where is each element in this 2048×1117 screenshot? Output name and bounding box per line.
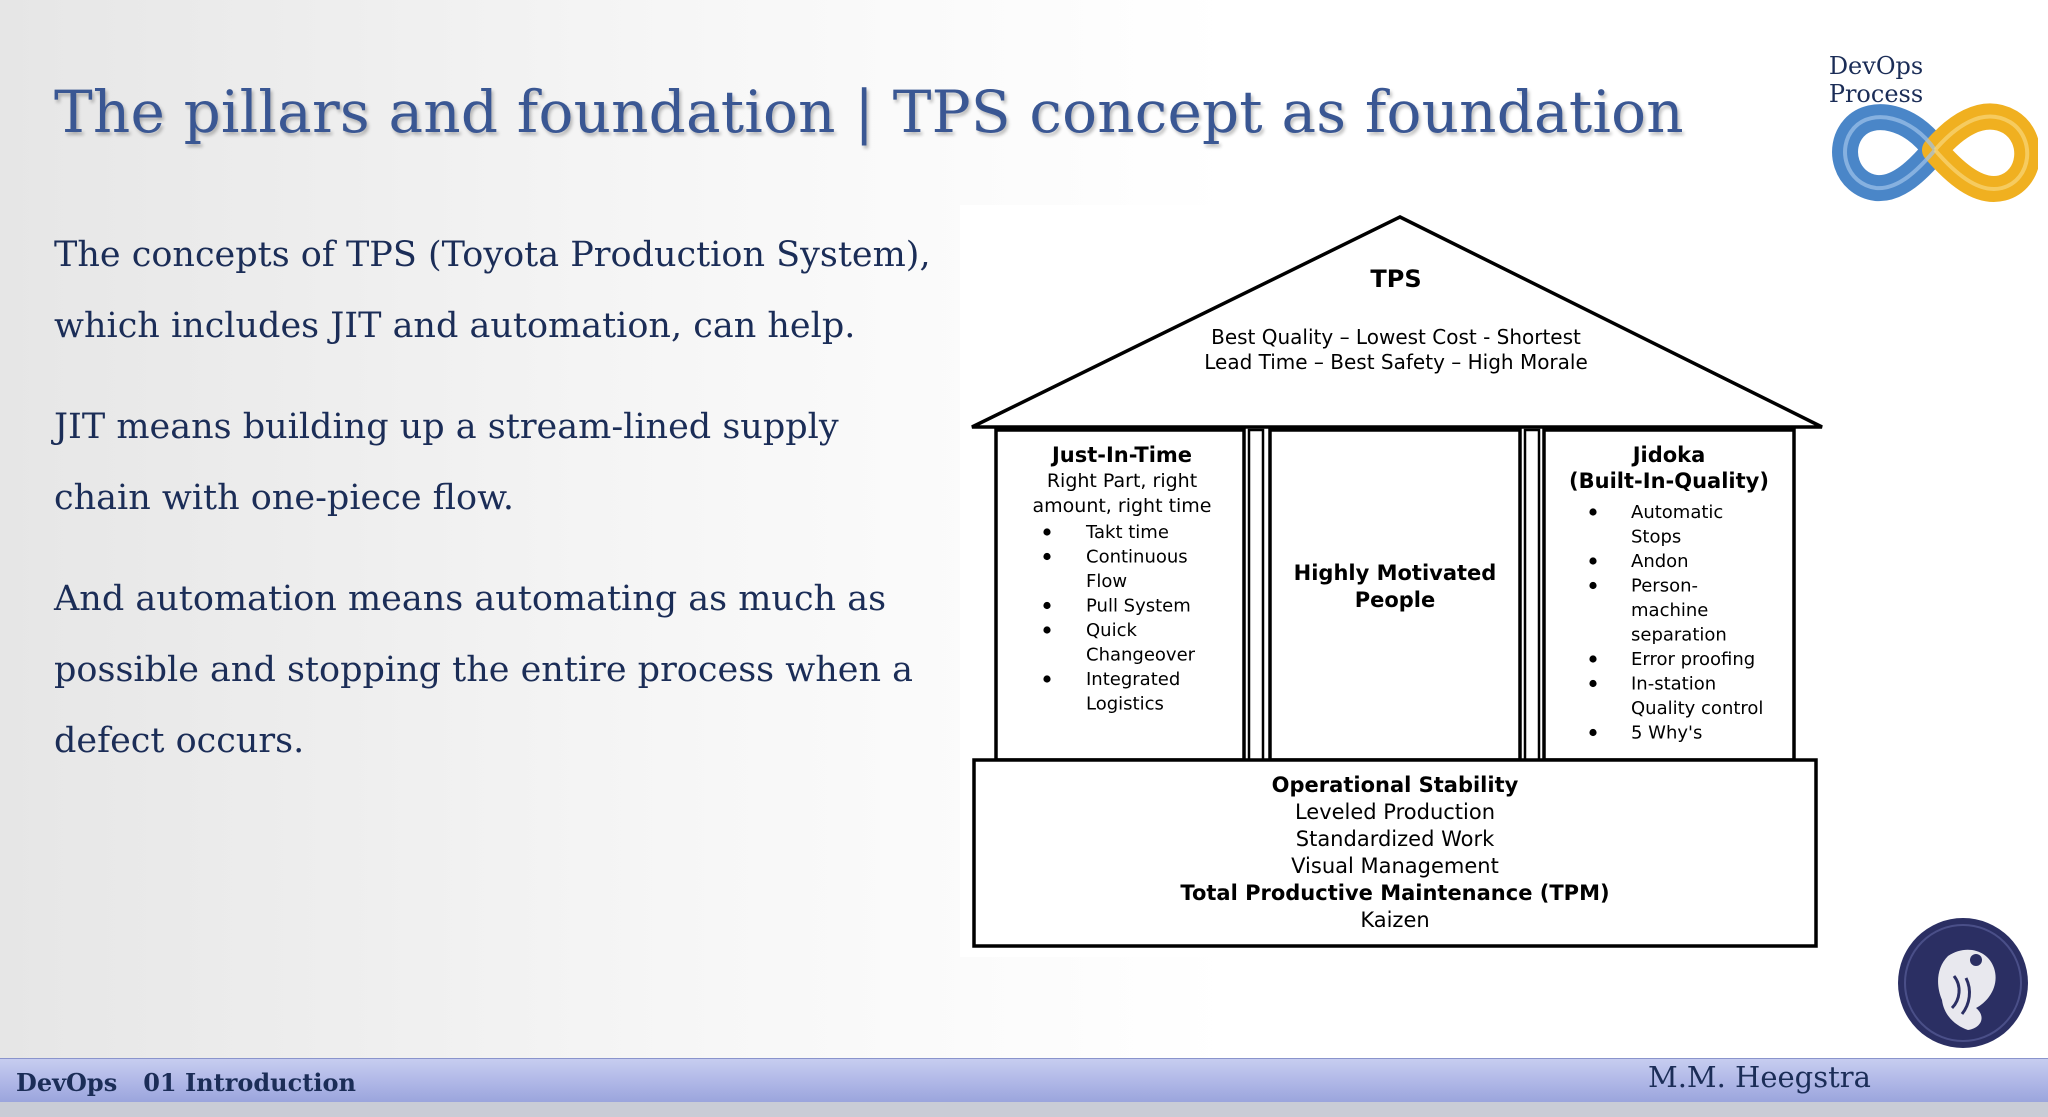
left-pillar-sub-1: Right Part, right	[1047, 470, 1197, 492]
right-pillar-bullet-text: machine	[1631, 600, 1708, 621]
left-gap-pillar	[1247, 428, 1265, 762]
right-gap-pillar	[1523, 428, 1541, 762]
roof-line-2: Lead Time – Best Safety – High Morale	[1204, 350, 1588, 374]
right-pillar-bullet-dot	[1589, 581, 1597, 590]
right-pillar-bullet-dot	[1589, 655, 1597, 663]
left-pillar-bullet-dot	[1043, 675, 1051, 683]
left-pillar	[994, 428, 1246, 762]
left-pillar-bullet-dot	[1043, 626, 1051, 634]
right-pillar-bullet-text: 5 Why's	[1631, 723, 1702, 744]
left-pillar-bullet-text: Takt time	[1085, 522, 1169, 543]
right-pillar-bullet-text: In-station	[1631, 674, 1716, 695]
footer-left: DevOps 01 Introduction	[16, 1068, 382, 1097]
devops-infinity-icon	[1832, 103, 2038, 202]
right-pillar	[1542, 428, 1796, 762]
right-pillar-bullet-dot	[1589, 679, 1597, 688]
right-pillar-bullet-text: Automatic	[1631, 502, 1723, 523]
right-pillar-bullet-text: Stops	[1631, 527, 1681, 548]
foundation-block	[972, 758, 1818, 948]
foundation-line-5: Kaizen	[1360, 908, 1429, 932]
slide-title: The pillars and foundation | TPS concept…	[54, 78, 1684, 146]
tps-house-diagram: TPS Best Quality – Lowest Cost - Shortes…	[971, 215, 1823, 948]
left-pillar-sub-2: amount, right time	[1033, 495, 1212, 517]
center-pillar-line-1: Highly Motivated	[1294, 561, 1497, 585]
right-pillar-bullet-dot	[1589, 728, 1597, 737]
paragraph-jit: JIT means building up a stream-lined sup…	[54, 407, 839, 518]
left-pillar-title: Just-In-Time	[1050, 443, 1192, 467]
left-pillar-bullet-dot	[1043, 528, 1051, 536]
center-pillar	[1268, 428, 1522, 762]
foundation-title: Operational Stability	[1272, 773, 1519, 797]
left-pillar-bullet-text: Pull System	[1086, 596, 1191, 617]
right-pillar-bullet-text: Person-	[1631, 576, 1698, 597]
footer-strip	[0, 1102, 2048, 1117]
roof-shape	[971, 215, 1823, 429]
left-pillar-text: Just-In-Time Right Part, right amount, r…	[1033, 443, 1212, 715]
left-pillar-bullet-text: Quick	[1086, 620, 1137, 641]
foundation-line-4: Total Productive Maintenance (TPM)	[1180, 881, 1609, 905]
center-pillar-line-2: People	[1355, 588, 1436, 612]
left-pillar-bullet-text: Flow	[1086, 571, 1127, 592]
left-pillar-bullet-dot	[1043, 601, 1051, 610]
paragraph-automation: And automation means automating as much …	[54, 579, 913, 761]
paragraph-tps: The concepts of TPS (Toyota Production S…	[54, 235, 931, 346]
body-text: The concepts of TPS (Toyota Production S…	[54, 220, 934, 807]
logo-caption: DevOps Process	[1828, 52, 1924, 108]
left-pillar-bullet-text: Logistics	[1086, 694, 1164, 715]
foundation-line-3: Visual Management	[1291, 854, 1499, 878]
right-pillar-text: Jidoka (Built-In-Quality) AutomaticStops…	[1569, 443, 1769, 744]
footer-author: M.M. Heegstra	[1648, 1060, 1871, 1094]
roof-line-1: Best Quality – Lowest Cost - Shortest	[1211, 325, 1581, 349]
right-pillar-bullet-text: separation	[1631, 625, 1727, 646]
left-pillar-bullet-dot	[1043, 552, 1051, 561]
foundation-line-1: Leveled Production	[1295, 800, 1495, 824]
university-emblem-icon	[1898, 918, 2028, 1048]
right-pillar-bullet-dot	[1589, 557, 1597, 565]
right-pillar-bullet-text: Quality control	[1631, 698, 1763, 719]
right-pillar-bullet-dot	[1589, 508, 1597, 516]
right-pillar-title: Jidoka	[1631, 443, 1706, 467]
roof-title: TPS	[1370, 265, 1421, 293]
right-pillar-bullet-text: Error proofing	[1631, 649, 1755, 670]
left-pillar-bullet-text: Integrated	[1086, 669, 1180, 690]
foundation-line-2: Standardized Work	[1296, 827, 1495, 851]
left-pillar-bullet-text: Continuous	[1086, 547, 1188, 568]
footer-bar	[0, 1058, 2048, 1103]
right-pillar-sub-1: (Built-In-Quality)	[1569, 469, 1769, 493]
left-pillar-bullet-text: Changeover	[1086, 645, 1196, 666]
footer-chapter: 01 Introduction	[143, 1068, 356, 1097]
right-pillar-bullet-text: Andon	[1631, 551, 1689, 572]
footer-course: DevOps	[16, 1068, 118, 1097]
